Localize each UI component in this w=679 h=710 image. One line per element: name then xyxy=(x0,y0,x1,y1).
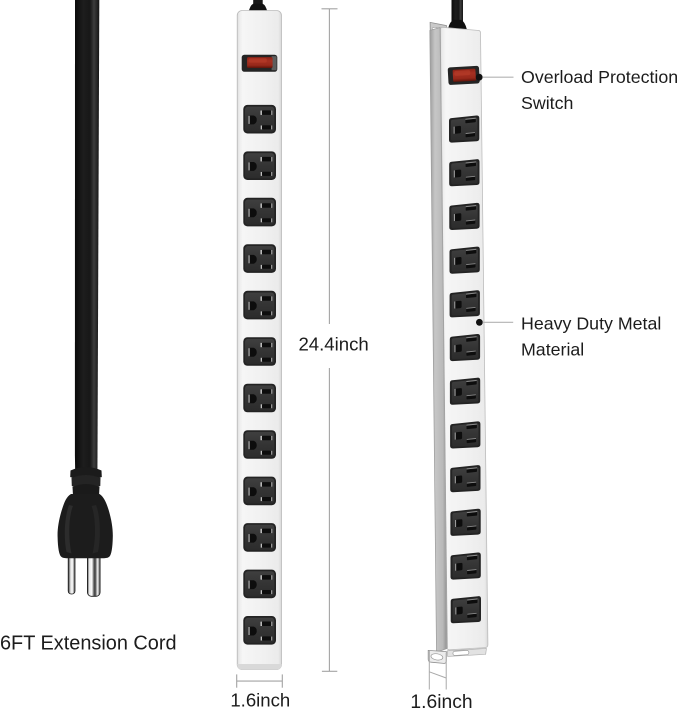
svg-text:Heavy Duty Metal: Heavy Duty Metal xyxy=(521,314,661,334)
svg-text:Overload Protection: Overload Protection xyxy=(521,67,678,87)
svg-text:1.6inch: 1.6inch xyxy=(230,690,290,710)
svg-text:Material: Material xyxy=(521,340,584,360)
svg-text:1.6inch: 1.6inch xyxy=(410,692,472,710)
svg-text:24.4inch: 24.4inch xyxy=(298,333,368,354)
svg-text:6FT Extension Cord: 6FT Extension Cord xyxy=(0,633,177,655)
svg-text:Switch: Switch xyxy=(521,93,573,113)
